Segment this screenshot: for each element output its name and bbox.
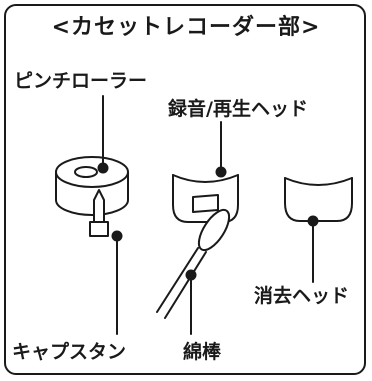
record-playback-head-drawing <box>172 174 239 223</box>
cotton-swab-drawing <box>156 208 231 319</box>
erase-head-drawing <box>284 177 353 222</box>
pinch-roller-drawing <box>55 156 129 216</box>
label-pinch-roller: ピンチローラー <box>14 70 148 92</box>
label-capstan: キャプスタン <box>12 341 127 363</box>
leader-dots <box>97 162 319 281</box>
diagram-title: <カセットレコーダー部> <box>51 15 321 40</box>
label-erase-head: 消去ヘッド <box>254 285 350 307</box>
capstan-drawing <box>89 189 109 237</box>
leader-lines <box>102 95 314 335</box>
label-record-playback-head: 録音/再生ヘッド <box>168 98 308 120</box>
label-cotton-swab: 綿棒 <box>183 341 222 363</box>
